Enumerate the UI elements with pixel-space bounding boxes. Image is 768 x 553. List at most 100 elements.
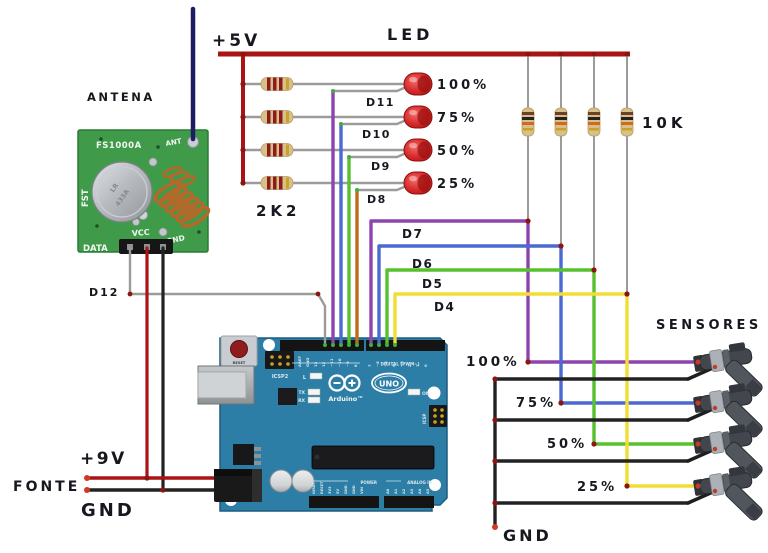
resistor-2k2 (260, 110, 294, 124)
voltage-regulator (233, 444, 261, 465)
diagram-labels: +5V LED ANTENA 2K2 10K SENSORES +9V FONT… (13, 25, 762, 545)
label-d7: D7 (402, 227, 423, 241)
svg-text:AREF: AREF (297, 356, 302, 367)
svg-text:~3: ~3 (399, 361, 404, 367)
svg-text:A1: A1 (394, 488, 398, 494)
led-75 (403, 105, 433, 129)
icsp-header: ICSP (422, 405, 447, 427)
icsp-label: ICSP (422, 414, 427, 424)
svg-text:IOREF: IOREF (312, 482, 316, 494)
led-on-label: ON (422, 391, 430, 397)
svg-text:A4: A4 (418, 488, 422, 494)
svg-text:GND: GND (305, 358, 310, 367)
label-led-75: 75% (437, 111, 477, 126)
resistor-10k (554, 107, 568, 137)
svg-text:A5: A5 (426, 488, 430, 494)
resistor-2k2 (260, 176, 294, 190)
mount-hole (429, 479, 441, 491)
label-gnd-fonte: GND (81, 500, 135, 521)
arduino-brand: Arduino™ (328, 395, 363, 403)
label-sensor-100: 100% (466, 354, 520, 370)
barrel-jack (214, 469, 262, 502)
label-gnd-sensores: GND (503, 526, 552, 545)
led-l (309, 372, 323, 380)
svg-text:A0: A0 (386, 488, 390, 494)
svg-text:~5: ~5 (383, 361, 388, 367)
svg-text:~6: ~6 (375, 361, 380, 367)
svg-text:12: 12 (321, 361, 326, 367)
icsp2-label: ICSP2 (272, 374, 289, 380)
label-sensor-75: 75% (516, 396, 556, 411)
mount-hole (263, 339, 275, 351)
svg-text:2: 2 (407, 364, 412, 367)
mount-hole (427, 386, 441, 400)
resistor-10k (521, 107, 535, 137)
led-50 (403, 138, 433, 162)
svg-text:~9: ~9 (345, 361, 350, 367)
saw-resonator-can: LR 433A (91, 161, 153, 223)
label-plus5v: +5V (212, 31, 260, 51)
svg-text:VIN: VIN (360, 487, 364, 494)
resistor-10k (620, 107, 634, 137)
label-sensores: SENSORES (656, 318, 762, 333)
svg-text:4: 4 (391, 364, 396, 367)
label-led-25: 25% (437, 177, 477, 192)
rf-ant-label: ANT (165, 137, 182, 148)
label-sensor-50: 50% (547, 437, 587, 452)
resonator-marking-1: LR (108, 182, 120, 194)
power-header (309, 496, 379, 508)
arduino-logo (328, 374, 361, 392)
label-2k2: 2K2 (256, 202, 301, 220)
icsp2-header: ICSP2 (265, 351, 294, 380)
svg-text:A3: A3 (410, 488, 414, 494)
label-led-50: 50% (437, 144, 477, 159)
label-d4: D4 (434, 300, 455, 314)
digital-header-left (280, 340, 364, 351)
rf-part-label: FS1000A (96, 141, 142, 151)
svg-text:13: 13 (313, 361, 318, 367)
led-tx-label: TX (298, 390, 305, 396)
rf-brand-label: FST (81, 189, 91, 207)
reset-label: RESET (233, 361, 246, 365)
power-caption: POWER (360, 480, 377, 485)
resistor-10k (587, 107, 601, 137)
digital-header-right (366, 340, 445, 351)
solder-pad (158, 227, 168, 237)
svg-text:8: 8 (353, 364, 358, 367)
digital-caption: DIGITAL (PWM~) (380, 362, 419, 367)
label-d9: D9 (371, 160, 391, 173)
label-d6: D6 (412, 257, 433, 271)
capacitor (291, 469, 315, 493)
rf-vcc-label: VCC (132, 228, 151, 238)
pullup-leads (527, 53, 628, 295)
label-sensor-25: 25% (577, 480, 617, 495)
usb-chip (278, 388, 297, 405)
svg-text:1: 1 (415, 364, 420, 367)
label-led-100: 100% (437, 78, 489, 93)
label-d12: D12 (89, 286, 119, 299)
svg-text:3V3: 3V3 (328, 486, 332, 494)
solder-pad (148, 157, 158, 167)
uno-label: UNO (379, 380, 399, 389)
resistor-2k2 (260, 143, 294, 157)
led-rx-label: RX (298, 398, 305, 404)
analog-caption: ANALOG IN (407, 480, 432, 485)
label-d8: D8 (367, 193, 387, 206)
svg-text:A2: A2 (402, 488, 406, 494)
label-d11: D11 (366, 96, 395, 109)
led-25 (403, 171, 433, 195)
onboard-leds: L TX RX ON (298, 372, 430, 404)
inductor-coil-small (162, 166, 196, 187)
led-rx (307, 396, 321, 404)
capacitor (269, 469, 293, 493)
led-l-label: L (303, 375, 307, 381)
label-led: LED (387, 25, 433, 44)
label-plus9v: +9V (80, 449, 127, 469)
svg-text:7: 7 (367, 364, 372, 367)
label-fonte: FONTE (13, 479, 80, 495)
led-100 (403, 72, 433, 96)
junction-dots (84, 51, 630, 530)
label-d5: D5 (422, 277, 443, 291)
